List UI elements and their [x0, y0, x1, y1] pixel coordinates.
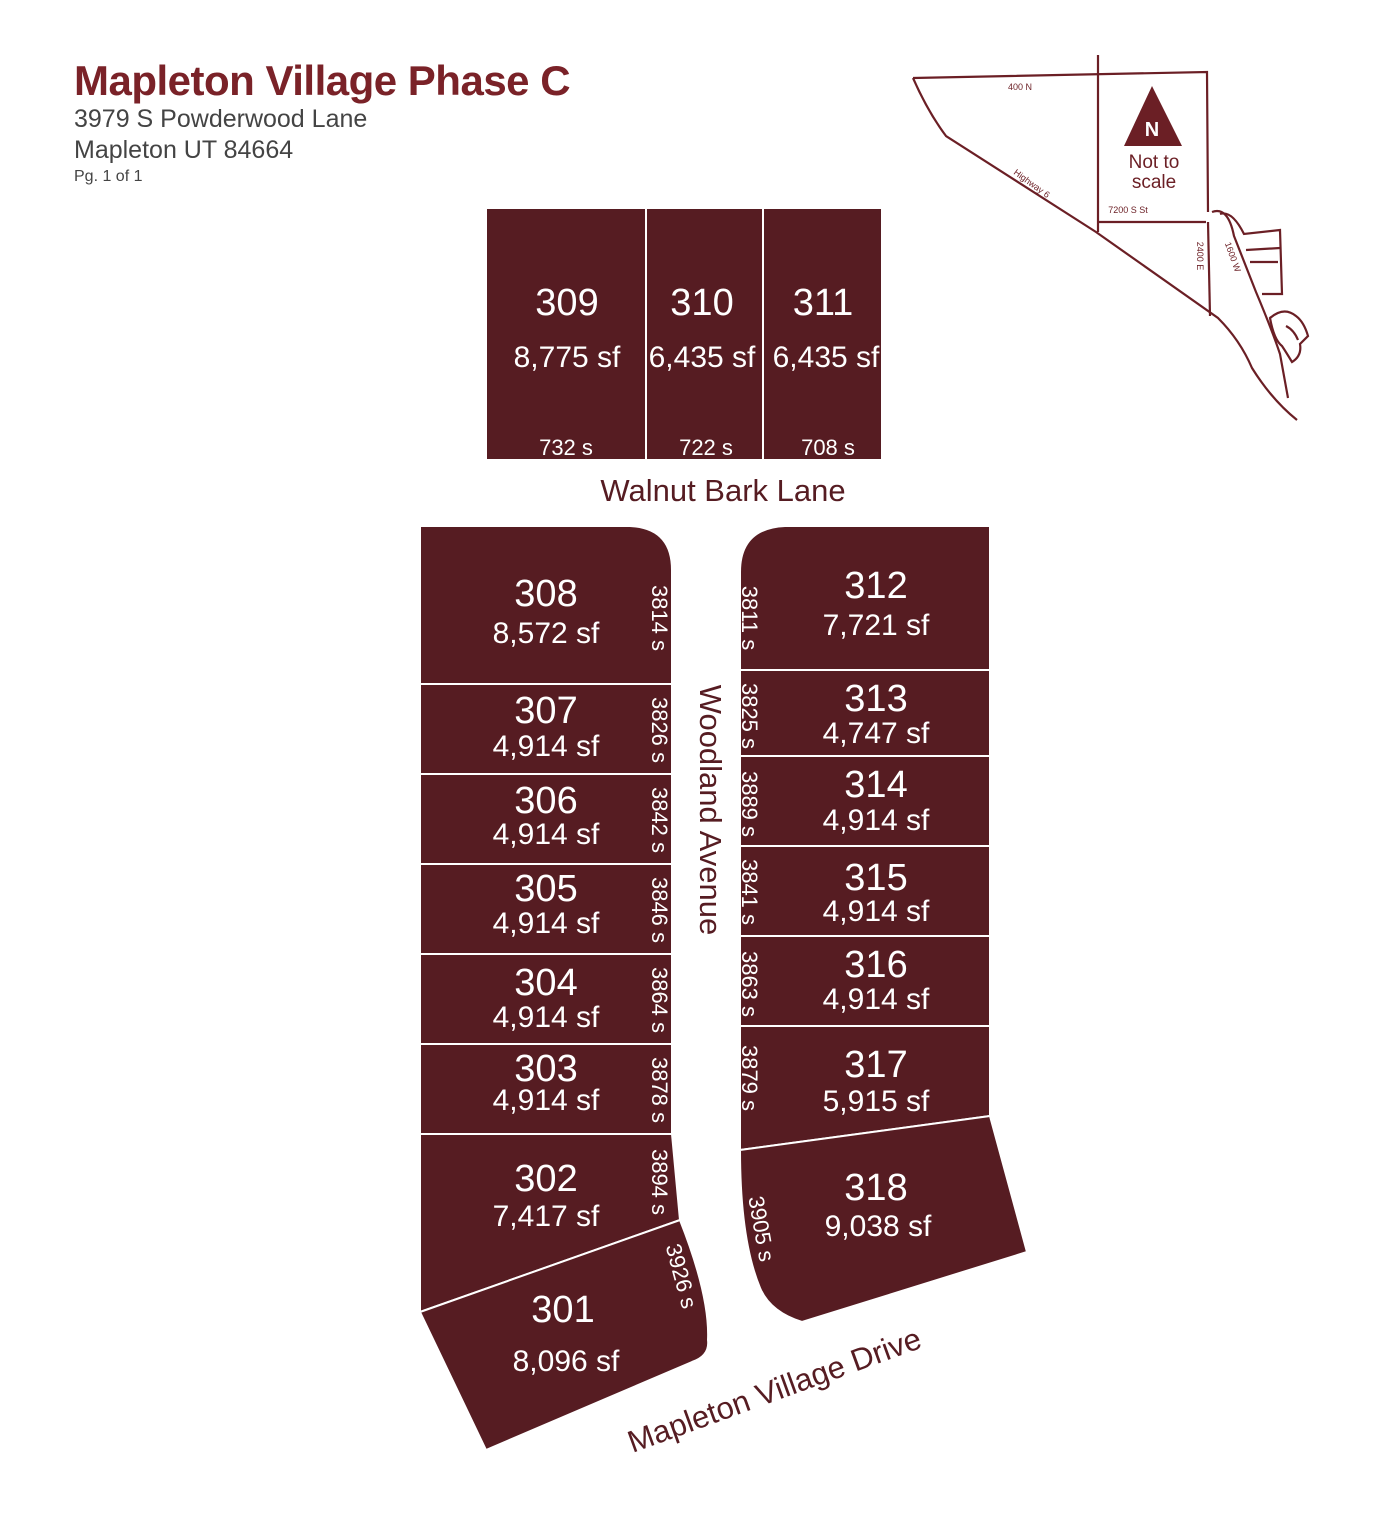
road-label-highway-6: Highway 6: [1012, 167, 1052, 200]
lot-address: 3826 s: [647, 697, 672, 763]
page-title: Mapleton Village Phase C: [74, 57, 571, 104]
lot-308[interactable]: 308 8,572 sf 3814 s: [419, 525, 673, 685]
lot-number: 307: [514, 690, 577, 732]
lot-number: 314: [844, 764, 907, 806]
lot-address: 3879 s: [737, 1045, 762, 1111]
lot-address: 3811 s: [737, 586, 762, 650]
lot-address: 3842 s: [647, 787, 672, 853]
road-label-400n: 400 N: [1008, 82, 1032, 92]
lot-area: 4,914 sf: [493, 907, 600, 940]
lot-309[interactable]: 309 8,775 sf 732 s: [485, 207, 647, 461]
lot-area: 5,915 sf: [823, 1085, 930, 1118]
lot-area: 4,914 sf: [823, 983, 930, 1016]
lot-305[interactable]: 305 4,914 sf 3846 s: [419, 863, 673, 955]
lot-address: 722 s: [679, 435, 733, 460]
lot-address: 3863 s: [737, 951, 762, 1017]
lot-number: 316: [844, 944, 907, 986]
lot-number: 310: [670, 282, 733, 324]
page-header: Mapleton Village Phase C 3979 S Powderwo…: [74, 57, 571, 188]
lot-number: 304: [514, 962, 577, 1004]
lot-number: 305: [514, 868, 577, 910]
lot-number: 302: [514, 1158, 577, 1200]
lot-address: 3825 s: [737, 683, 762, 749]
lot-area: 8,775 sf: [514, 341, 621, 374]
lot-303[interactable]: 303 4,914 sf 3878 s: [419, 1043, 673, 1135]
lot-area: 9,038 sf: [825, 1210, 932, 1243]
scale-note-line1: Not to: [1129, 152, 1180, 173]
road-label-2400e: 2400 E: [1195, 242, 1205, 271]
lot-address: 3878 s: [647, 1057, 672, 1123]
street-woodland-avenue: Woodland Avenue: [693, 685, 728, 936]
lot-306[interactable]: 306 4,914 sf 3842 s: [419, 773, 673, 865]
road-label-1600w: 1600 W: [1223, 241, 1243, 274]
lot-area: 8,572 sf: [493, 617, 600, 650]
lot-315[interactable]: 315 4,914 sf 3841 s: [737, 845, 991, 937]
lot-area: 4,747 sf: [823, 717, 930, 750]
lot-304[interactable]: 304 4,914 sf 3864 s: [419, 953, 673, 1045]
lot-312[interactable]: 312 7,721 sf 3811 s: [737, 525, 991, 671]
lot-area: 4,914 sf: [493, 1084, 600, 1117]
page-number: Pg. 1 of 1: [74, 168, 143, 185]
lot-307[interactable]: 307 4,914 sf 3826 s: [419, 683, 673, 775]
lot-address: 3846 s: [647, 877, 672, 943]
lot-address: 3864 s: [647, 967, 672, 1033]
lot-address: 3889 s: [737, 771, 762, 837]
lot-310[interactable]: 310 6,435 sf 722 s: [645, 207, 764, 461]
north-arrow-icon: [1124, 86, 1182, 146]
lot-area: 6,435 sf: [773, 341, 880, 374]
lot-address: 3841 s: [737, 859, 762, 925]
lot-area: 7,721 sf: [823, 609, 930, 642]
lot-area: 4,914 sf: [493, 730, 600, 763]
lot-number: 306: [514, 780, 577, 822]
lot-area: 7,417 sf: [493, 1200, 600, 1233]
lot-address: 708 s: [801, 435, 855, 460]
lot-number: 311: [793, 282, 854, 324]
lot-area: 4,914 sf: [493, 818, 600, 851]
lot-311[interactable]: 311 6,435 sf 708 s: [762, 207, 883, 461]
lot-area: 8,096 sf: [513, 1345, 620, 1378]
scale-note-line2: scale: [1132, 172, 1176, 193]
lot-address: 732 s: [539, 435, 593, 460]
lot-area: 4,914 sf: [823, 895, 930, 928]
lot-area: 4,914 sf: [823, 804, 930, 837]
lot-317[interactable]: 317 5,915 sf 3879 s: [737, 1025, 991, 1152]
lot-address: 3894 s: [647, 1149, 672, 1215]
lot-number: 309: [535, 282, 598, 324]
lot-314[interactable]: 314 4,914 sf 3889 s: [737, 755, 991, 847]
north-label: N: [1145, 119, 1159, 141]
lot-number: 317: [844, 1044, 907, 1086]
lot-number: 312: [844, 565, 907, 607]
lot-number: 313: [844, 678, 907, 720]
address-street: 3979 S Powderwood Lane: [74, 105, 368, 133]
street-walnut-bark-lane: Walnut Bark Lane: [600, 473, 845, 508]
lot-area: 4,914 sf: [493, 1001, 600, 1034]
lot-number: 301: [531, 1289, 594, 1331]
lot-number: 303: [514, 1048, 577, 1090]
vicinity-map: N Not to scale 400 N Highway 6 7200 S St…: [911, 55, 1310, 421]
lot-313[interactable]: 313 4,747 sf 3825 s: [737, 669, 991, 757]
lot-301[interactable]: 301 8,096 sf 3926 s: [418, 1218, 710, 1452]
lot-302[interactable]: 302 7,417 sf 3894 s: [419, 1133, 682, 1314]
lot-316[interactable]: 316 4,914 sf 3863 s: [737, 935, 991, 1027]
road-label-7200s: 7200 S St: [1108, 205, 1148, 215]
lot-area: 6,435 sf: [649, 341, 756, 374]
lot-number: 308: [514, 573, 577, 615]
lot-number: 318: [844, 1167, 907, 1209]
lot-number: 315: [844, 857, 907, 899]
address-city: Mapleton UT 84664: [74, 136, 294, 164]
lot-address: 3814 s: [647, 585, 672, 651]
lot-318[interactable]: 318 9,038 sf 3905 s: [738, 1114, 1029, 1324]
